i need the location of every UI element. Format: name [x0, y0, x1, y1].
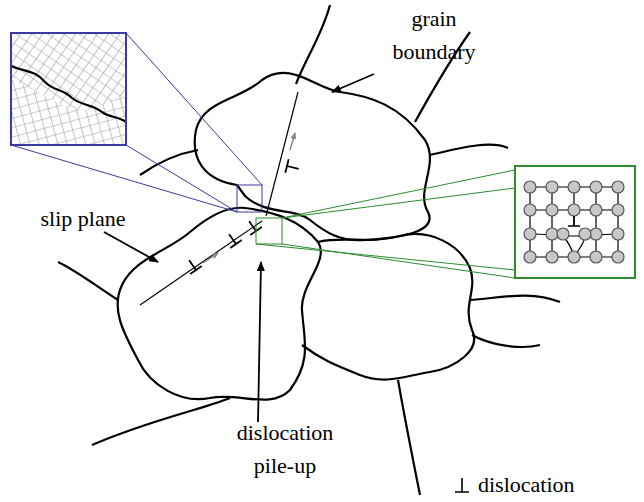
lattice-atom [612, 204, 624, 216]
lattice-atom [579, 228, 591, 240]
lattice-atom [546, 181, 558, 193]
lattice-atom [524, 228, 536, 240]
glide-arrows [203, 133, 295, 263]
slip-plane-label: slip plane [8, 202, 158, 235]
lattice-atom [590, 251, 602, 263]
lattice-zoom [256, 166, 635, 278]
lattice-atom [590, 181, 602, 193]
lattice-atom [557, 228, 569, 240]
legend-text: dislocation [478, 468, 575, 501]
lattice-atom [612, 181, 624, 193]
slip-plane-line [140, 92, 298, 305]
lattice-atom [524, 181, 536, 193]
pile-up-label: dislocation pile-up [215, 416, 355, 482]
grain-boundaries [58, 5, 560, 495]
lattice-atom [546, 204, 558, 216]
lattice-atom [568, 204, 580, 216]
lattice-atom [612, 228, 624, 240]
lattice-atom [524, 251, 536, 263]
lattice-atom [568, 251, 580, 263]
lattice-atom [590, 204, 602, 216]
lattice-atom [524, 204, 536, 216]
boundary-label: grain boundary [374, 2, 494, 68]
dislocation-symbols [183, 159, 300, 274]
lattice-atom [568, 181, 580, 193]
lattice-atom [612, 251, 624, 263]
lattice-atom [546, 228, 558, 240]
lattice-atom [590, 228, 602, 240]
leader-arrows [104, 74, 374, 422]
legend-dislocation-symbol [455, 478, 469, 492]
boundary-zoom [11, 33, 262, 212]
lattice-atom [546, 251, 558, 263]
